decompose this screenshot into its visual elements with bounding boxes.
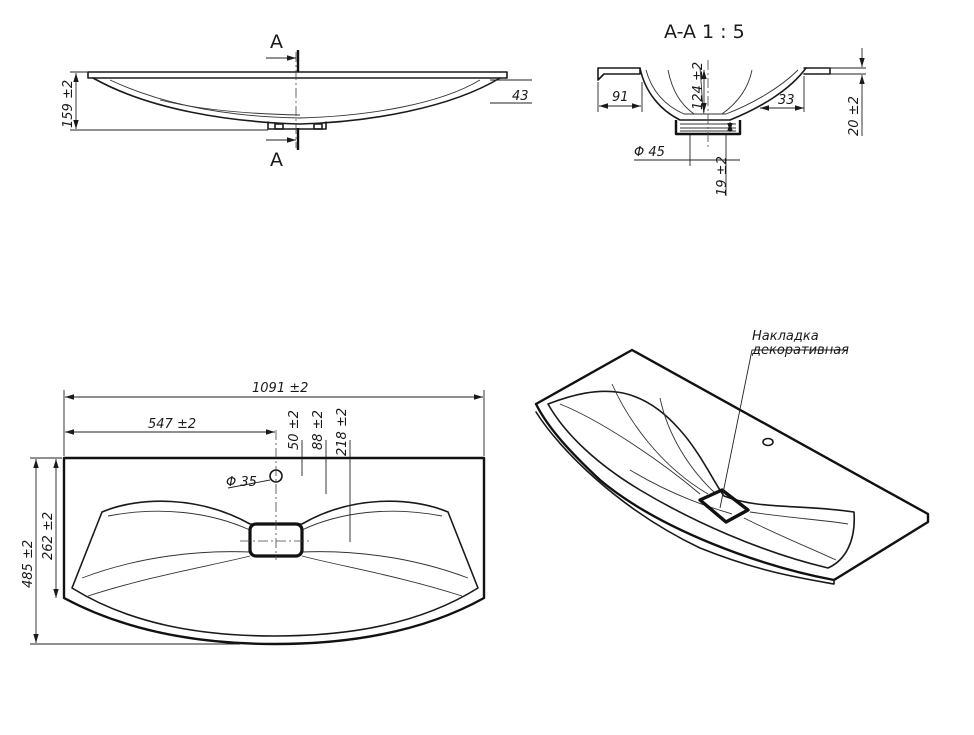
side-view-bowl-outer (92, 77, 501, 125)
iso-front-edge (535, 411, 835, 585)
plan-view: 1091 ±2 547 ±2 50 ±2 88 ±2 218 ±2 Φ 35 4… (21, 381, 486, 646)
plan-outline (62, 456, 486, 646)
section-bowl-rib-2 (721, 69, 753, 115)
section-91-label: 91 (612, 90, 629, 105)
d88-label: 88 ±2 (311, 410, 326, 450)
section-bowl-inner (645, 69, 799, 115)
hole-offset-label: 50 ±2 (287, 410, 302, 450)
section-slab-left (597, 67, 641, 81)
iso-bowl-rib-3 (659, 397, 717, 495)
cut-mark-bottom: A (270, 149, 283, 171)
iso-bowl-rib-2 (611, 383, 709, 495)
side-view: A A 159 ±2 43 (61, 31, 532, 171)
section-depth-label: 124 ±2 (691, 62, 706, 110)
depth-label: 485 ±2 (21, 540, 36, 588)
note-line1: Накладка (752, 329, 819, 344)
cut-mark-top: A (270, 31, 283, 53)
iso-outline (534, 348, 930, 582)
plan-bowl-rim (71, 500, 479, 637)
note-leader (719, 349, 848, 509)
plan-bowl-rib-left-3 (87, 555, 251, 597)
plan-bowl-rib-right-3 (301, 555, 463, 597)
iso-view: Накладка декоративная (534, 329, 930, 585)
plan-bowl-rib-right-1 (301, 510, 443, 531)
side-view-slab (87, 71, 508, 79)
iso-bowl-rim (547, 390, 856, 569)
section-bowl-rib-1 (667, 69, 695, 115)
drain-dia-label: Φ 45 (634, 145, 665, 160)
iso-bowl-rib-1 (559, 403, 701, 495)
iso-bowl-rib-4 (743, 517, 837, 561)
hole-diameter-label: Φ 35 (226, 475, 257, 490)
section-view: A-A 1 : 5 91 124 ±2 33 20 ±2 Φ 45 (597, 21, 866, 196)
bowl-depth-label: 262 ±2 (41, 512, 56, 560)
d218-label: 218 ±2 (335, 408, 350, 456)
side-height-label: 159 ±2 (61, 80, 76, 128)
width-label: 1091 ±2 (252, 381, 308, 396)
side-view-drain-left (274, 123, 284, 130)
section-20-label: 20 ±2 (847, 96, 862, 136)
section-bowl-outer (639, 67, 807, 121)
side-view-bowl-inner (109, 79, 481, 119)
side-view-drain-right (313, 123, 323, 130)
iso-bowl-rib-6 (629, 469, 733, 515)
rim-label: 43 (512, 89, 529, 104)
iso-faucet-hole (762, 437, 774, 447)
plan-bowl-rib-left-1 (107, 510, 251, 531)
side-view-bowl-rib (159, 99, 301, 116)
half-width-label: 547 ±2 (148, 417, 196, 432)
note-line2: декоративная (751, 343, 849, 358)
iso-bowl-rib-5 (749, 511, 849, 525)
section-title: A-A 1 : 5 (664, 21, 745, 43)
plan-bowl-rib-right-2 (301, 551, 469, 579)
drain-height-label: 19 ±2 (715, 156, 730, 196)
hole-leader (227, 479, 271, 489)
section-33-label: 33 (778, 93, 795, 108)
iso-drain-cover (698, 488, 750, 524)
plan-bowl-rib-left-2 (81, 551, 251, 579)
section-slab-right (803, 67, 831, 75)
